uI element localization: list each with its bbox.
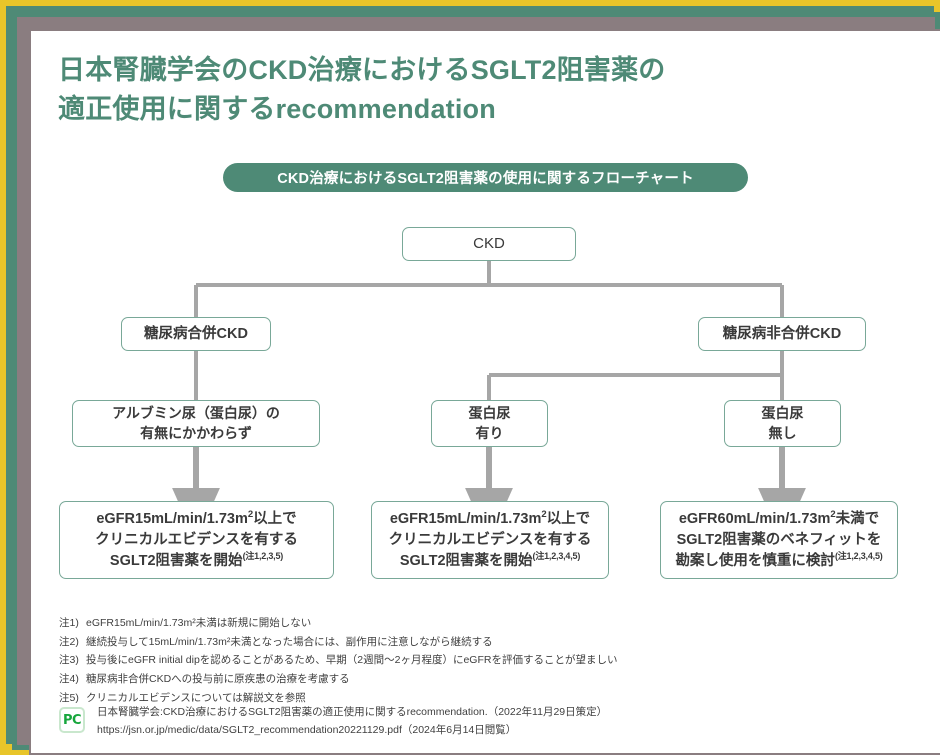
rec-1-line-1a: eGFR15mL/min/1.73m xyxy=(96,511,248,528)
flow-node-proteinuria-present-text: 蛋白尿 有り xyxy=(463,404,517,444)
flow-node-recommendation-3[interactable]: eGFR60mL/min/1.73m2未満で SGLT2阻害薬のベネフィットを … xyxy=(660,501,898,579)
rec-2-line-1a: eGFR15mL/min/1.73m xyxy=(389,511,542,528)
flowchart-connectors xyxy=(172,255,806,542)
flow-node-albuminuria-regardless-text: アルブミン尿（蛋白尿）の 有無にかかわらず xyxy=(106,404,286,444)
flow-node-diabetic-ckd-label: 糖尿病合併CKD xyxy=(144,325,248,342)
flow-node-proteinuria-absent-line-1: 蛋白尿 xyxy=(761,404,804,421)
flow-node-diabetic-ckd[interactable]: 糖尿病合併CKD xyxy=(121,317,271,351)
flow-node-albuminuria-regardless[interactable]: アルブミン尿（蛋白尿）の 有無にかかわらず xyxy=(72,400,320,447)
rec-3-line-3: 勘案し使用を慎重に検討 xyxy=(675,553,835,570)
rec-3-line-1a: eGFR60mL/min/1.73m xyxy=(678,511,831,528)
footnote-text: 糖尿病非合併CKDへの投与前に原疾患の治療を考慮する xyxy=(86,673,350,686)
rec-2-footnote-ref: (注1,2,3,4,5) xyxy=(532,551,581,562)
flow-node-proteinuria-absent-text: 蛋白尿 無し xyxy=(756,404,810,444)
flow-node-nondiabetic-ckd-label: 糖尿病非合併CKD xyxy=(722,325,842,342)
footnote-item: 注2) 継続投与して15mL/min/1.73m²未満となった場合には、副作用に… xyxy=(59,633,899,652)
footnote-text: eGFR15mL/min/1.73m²未満は新規に開始しない xyxy=(86,617,312,629)
footnote-label: 注4) xyxy=(59,673,79,686)
footnote-label: 注2) xyxy=(59,635,79,648)
rec-3-footnote-ref: (注1,2,3,4,5) xyxy=(834,551,883,562)
footnote-text: 継続投与して15mL/min/1.73m²未満となった場合には、副作用に注意しな… xyxy=(86,635,493,648)
citation-source-url[interactable]: https://jsn.or.jp/medic/data/SGLT2_recom… xyxy=(97,724,517,737)
rec-2-line-1b: 以上で xyxy=(546,511,591,528)
rec-2-line-3: SGLT2阻害薬を開始 xyxy=(399,553,533,570)
flow-node-ckd[interactable]: CKD xyxy=(402,227,576,261)
footnote-item: 注4) 糖尿病非合併CKDへの投与前に原疾患の治療を考慮する xyxy=(59,670,899,689)
footnote-item: 注5) クリニカルエビデンスについては解説文を参照 xyxy=(59,689,899,708)
flowchart-banner-title: CKD治療におけるSGLT2阻害薬の使用に関するフローチャート xyxy=(223,163,748,192)
flow-node-ckd-label: CKD xyxy=(473,235,505,253)
rec-1-line-2: クリニカルエビデンスを有する xyxy=(95,531,298,548)
rec-3-line-2: SGLT2阻害薬のベネフィットを xyxy=(676,531,882,548)
page-canvas: 日本腎臓学会のCKD治療におけるSGLT2阻害薬の 適正使用に関するrecomm… xyxy=(29,29,940,755)
rec-1-footnote-ref: (注1,2,3,5) xyxy=(242,551,284,562)
flow-node-proteinuria-present[interactable]: 蛋白尿 有り xyxy=(431,400,548,447)
citation-text: 日本腎臓学会:CKD治療におけるSGLT2阻害薬の適正使用に関するrecomme… xyxy=(97,703,607,739)
footnote-label: 注1) xyxy=(59,617,79,629)
flowchart: CKD 糖尿病合併CKD 糖尿病非合併CKD アルブミン尿（蛋白尿）の 有無にか… xyxy=(31,31,940,753)
citation-block: PC 日本腎臓学会:CKD治療におけるSGLT2阻害薬の適正使用に関するreco… xyxy=(59,703,909,739)
inner-green-frame: 日本腎臓学会のCKD治療におけるSGLT2阻害薬の 適正使用に関するrecomm… xyxy=(12,12,940,755)
footnote-label: 注3) xyxy=(59,654,79,667)
footnote-text: 投与後にeGFR initial dipを認めることがあるため、早期（2週間〜2… xyxy=(86,654,618,667)
page-title-line-1: 日本腎臓学会のCKD治療におけるSGLT2阻害薬の xyxy=(58,55,666,85)
footnote-text: クリニカルエビデンスについては解説文を参照 xyxy=(86,691,306,704)
footnote-item: 注3) 投与後にeGFR initial dipを認めることがあるため、早期（2… xyxy=(59,651,899,670)
flow-node-proteinuria-present-line-1: 蛋白尿 xyxy=(468,404,511,421)
rec-3-line-1b: 未満で xyxy=(835,511,880,528)
rec-1-superscript-sq: 2 xyxy=(247,509,254,521)
page-title: 日本腎臓学会のCKD治療におけるSGLT2阻害薬の 適正使用に関するrecomm… xyxy=(58,51,818,129)
flow-node-nondiabetic-ckd[interactable]: 糖尿病非合併CKD xyxy=(698,317,866,351)
flow-node-recommendation-1-text: eGFR15mL/min/1.73m2以上で クリニカルエビデンスを有する SG… xyxy=(89,508,304,571)
rec-2-superscript-sq: 2 xyxy=(541,509,547,521)
flow-node-recommendation-2-text: eGFR15mL/min/1.73m2以上で クリニカルエビデンスを有する SG… xyxy=(383,508,598,571)
rec-2-line-2: クリニカルエビデンスを有する xyxy=(388,531,592,548)
citation-line-1: 日本腎臓学会:CKD治療におけるSGLT2阻害薬の適正使用に関するrecomme… xyxy=(97,706,608,718)
flow-node-proteinuria-absent-line-2: 無し xyxy=(768,424,797,441)
footnotes-list: 注1) eGFR15mL/min/1.73m²未満は新規に開始しない 注2) 継… xyxy=(59,614,899,707)
page-title-line-2: 適正使用に関するrecommendation xyxy=(58,94,496,125)
flow-node-proteinuria-present-line-2: 有り xyxy=(475,424,504,441)
flow-node-recommendation-3-text: eGFR60mL/min/1.73m2未満で SGLT2阻害薬のベネフィットを … xyxy=(669,508,888,571)
flow-node-proteinuria-absent[interactable]: 蛋白尿 無し xyxy=(724,400,841,447)
rec-1-line-3: SGLT2阻害薬を開始 xyxy=(109,553,243,570)
flow-node-albuminuria-line-1: アルブミン尿（蛋白尿）の xyxy=(112,404,280,421)
footnote-label: 注5) xyxy=(59,691,79,704)
pc-logo-icon: PC xyxy=(59,707,85,733)
flow-node-recommendation-1[interactable]: eGFR15mL/min/1.73m2以上で クリニカルエビデンスを有する SG… xyxy=(59,501,334,579)
footnote-item: 注1) eGFR15mL/min/1.73m²未満は新規に開始しない xyxy=(59,614,899,633)
rec-3-superscript-sq: 2 xyxy=(830,509,836,521)
flow-node-albuminuria-line-2: 有無にかかわらず xyxy=(140,424,252,441)
rec-1-line-1b: 以上で xyxy=(253,511,297,528)
flow-node-recommendation-2[interactable]: eGFR15mL/min/1.73m2以上で クリニカルエビデンスを有する SG… xyxy=(371,501,609,579)
